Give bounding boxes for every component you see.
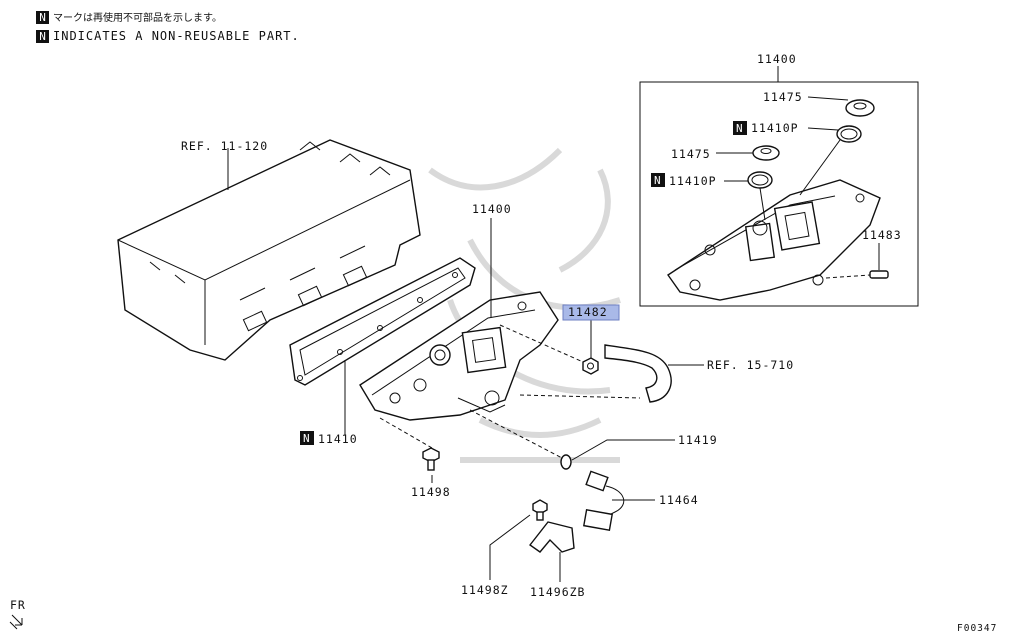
label-washer: 11419	[678, 433, 718, 447]
label-bolt-z: 11498Z	[461, 583, 509, 597]
non-reusable-n-icon: N	[651, 173, 665, 187]
non-reusable-n-icon: N	[733, 121, 747, 135]
highlight-box	[562, 304, 620, 321]
label-cap-top: 11475	[763, 90, 803, 104]
oring-11410p-top	[836, 125, 862, 143]
label-fr: FR	[10, 598, 26, 612]
assembly-lines	[379, 274, 871, 459]
label-oring-mid: 11410P	[669, 174, 717, 188]
svg-text:N: N	[303, 432, 310, 445]
label-nut-highlight[interactable]: 11482	[568, 305, 608, 319]
label-ref-head: REF. 11-120	[181, 139, 268, 153]
label-bracket: 11496ZB	[530, 585, 585, 599]
label-oring-top: 11410P	[751, 121, 799, 135]
label-cap-mid: 11475	[671, 147, 711, 161]
hose	[604, 344, 672, 403]
intake-manifold-detail	[667, 179, 881, 301]
washer-11419	[560, 454, 572, 470]
front-arrow-icon	[9, 614, 23, 630]
non-reusable-n-icon: N	[36, 30, 49, 43]
manifold-gasket	[289, 257, 476, 386]
non-reusable-n-icon: N	[300, 431, 314, 445]
label-ref-hose: REF. 15-710	[707, 358, 794, 372]
bracket-11496zb	[528, 521, 575, 553]
legend-japanese-text: マークは再使用不可部品を示します。	[53, 13, 222, 24]
svg-text:N: N	[654, 174, 661, 187]
bolt-11498	[422, 447, 440, 471]
label-bolt: 11498	[411, 485, 451, 499]
intake-manifold-main	[359, 291, 559, 421]
bolt-11498z	[532, 499, 548, 521]
figure-code: F00347	[957, 623, 997, 634]
nut-11482	[582, 357, 599, 375]
label-stud: 11483	[862, 228, 902, 242]
non-reusable-n-icon: N	[36, 11, 49, 24]
cap-11475-top	[845, 99, 875, 117]
label-assy-main: 11400	[472, 202, 512, 216]
label-sensor: 11464	[659, 493, 699, 507]
cap-11475-mid	[752, 145, 780, 161]
legend-english-text: INDICATES A NON-REUSABLE PART.	[53, 29, 300, 43]
cylinder-head	[117, 139, 421, 361]
label-assy-detail: 11400	[757, 52, 797, 66]
detail-box	[639, 81, 919, 307]
legend-english: N INDICATES A NON-REUSABLE PART.	[36, 29, 300, 43]
stud-11483	[869, 270, 889, 279]
legend-japanese: N マークは再使用不可部品を示します。	[36, 9, 222, 24]
label-gasket: 11410	[318, 432, 358, 446]
oring-11410p-mid	[747, 171, 773, 189]
sensor-11464	[582, 470, 625, 531]
leader-lines	[227, 66, 880, 582]
svg-text:N: N	[736, 122, 743, 135]
